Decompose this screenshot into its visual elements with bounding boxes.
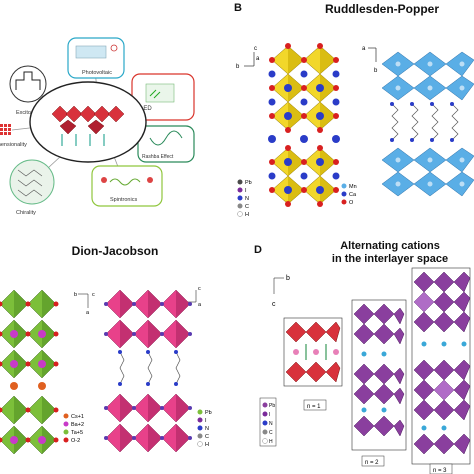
legend-c-ta: Ta+5 [71, 430, 83, 436]
panel-c-title: Dion-Jacobson [71, 244, 159, 258]
axis-c-right-a: a [198, 302, 202, 308]
axis-b-left-b: b [236, 64, 240, 70]
legend-b-o: O [349, 200, 354, 206]
axis-d-b: b [286, 275, 290, 282]
legend-b-c: C [245, 204, 249, 210]
legend-b-n: N [245, 196, 249, 202]
panel-d-structures: b c [259, 267, 471, 474]
axis-c-left-a: a [86, 310, 90, 316]
panel-b-legend-right: Mn Ca O [341, 183, 357, 206]
axis-b-left-a: a [256, 56, 260, 62]
legend-c-pb: Pb [205, 410, 212, 416]
legend-d-pb: Pb [269, 403, 275, 409]
legend-c-c: C [205, 434, 209, 440]
legend-b-h: H [245, 212, 249, 218]
axis-b-left-c: c [254, 46, 257, 52]
label-spintronics: Spintronics [110, 197, 137, 203]
panel-b-structures: c b a a b [236, 43, 474, 218]
label-chirality: Chirality [16, 210, 36, 216]
panel-b-letter: B [234, 2, 242, 14]
legend-b-mn: Mn [349, 184, 357, 190]
axis-d-c: c [272, 301, 276, 308]
panel-d-title-line1: Alternating cations [340, 240, 440, 252]
legend-c-i: I [205, 418, 207, 424]
axis-c-left-c: c [92, 292, 95, 298]
panel-a-applications: Photovoltaic LED Rashba Effect Spintroni… [0, 30, 200, 230]
panel-c-legend-left: Cs+1 Ba+2 Ta+5 O-2 [63, 413, 84, 444]
legend-c-h: H [205, 442, 209, 448]
panel-a-graphic: Photovoltaic LED Rashba Effect Spintroni… [0, 37, 195, 216]
panel-d-alternating-cations: D Alternating cations in the interlayer … [240, 240, 474, 474]
axis-c-right-c: c [198, 286, 201, 292]
legend-c-ba: Ba+2 [71, 422, 84, 428]
panel-d-letter: D [254, 244, 262, 256]
legend-d-i: I [269, 412, 270, 418]
panel-b-title: Ruddlesden-Popper [324, 2, 439, 16]
panel-d-title-line2: in the interlayer space [331, 253, 449, 265]
label-n1: n = 1 [307, 404, 321, 410]
legend-d-n: N [269, 421, 273, 427]
label-dimensionality: dimensionality [0, 142, 27, 148]
legend-b-i: I [245, 188, 247, 194]
label-n2: n = 2 [365, 460, 379, 466]
legend-b-pb: Pb [245, 180, 252, 186]
axis-c-left-b: b [74, 292, 77, 298]
legend-b-ca: Ca [349, 192, 357, 198]
panel-b-legend-left: Pb I N C H [237, 179, 252, 218]
panel-d-legend: Pb I N C H [259, 397, 277, 447]
axis-b-right-a: a [362, 46, 366, 52]
label-photovoltaic: Photovoltaic [82, 70, 112, 76]
legend-c-n: N [205, 426, 209, 432]
panel-c-dion-jacobson: Dion-Jacobson b a c c b a [0, 240, 232, 474]
label-led: LED [140, 106, 152, 112]
legend-d-h: H [269, 439, 273, 445]
label-rashba: Rashba Effect [142, 154, 174, 160]
label-n3: n = 3 [433, 468, 447, 474]
legend-c-cs: Cs+1 [71, 414, 84, 420]
panel-c-legend-right: Pb I N C H [197, 409, 212, 448]
panel-c-structures: b a c c b a [0, 286, 212, 455]
label-exciton: Exciton [16, 110, 34, 116]
legend-d-c: C [269, 430, 273, 436]
axis-b-right-b: b [374, 68, 378, 74]
panel-b-ruddlesden-popper: B Ruddlesden-Popper c b a a b [232, 0, 474, 232]
legend-c-o: O-2 [71, 438, 80, 444]
